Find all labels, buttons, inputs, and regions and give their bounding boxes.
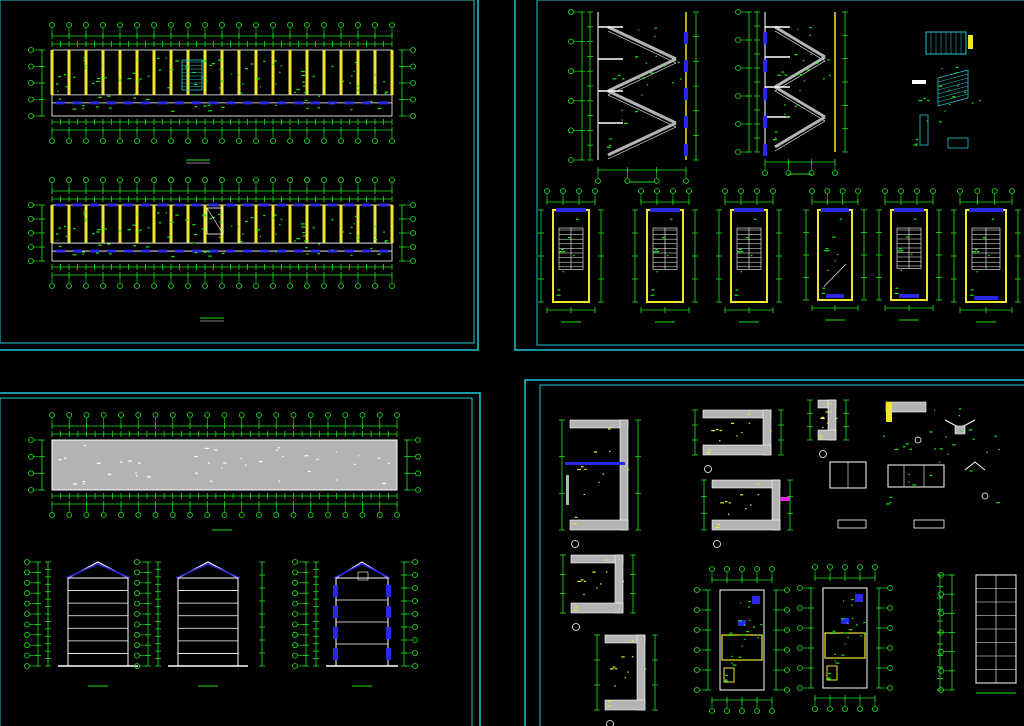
side-elevation-1 bbox=[24, 559, 138, 687]
stair-plan-2 bbox=[632, 188, 698, 323]
small-details bbox=[829, 401, 1000, 529]
toilet-plan-2 bbox=[797, 564, 893, 712]
stair-isometric bbox=[912, 31, 981, 149]
wall-detail-2 bbox=[560, 554, 636, 631]
window-elevation bbox=[937, 572, 1017, 694]
toilet-plan-1 bbox=[694, 566, 790, 714]
wall-detail-1 bbox=[559, 419, 641, 548]
wall-detail-3 bbox=[594, 634, 658, 726]
wall-detail-4 bbox=[692, 409, 784, 473]
stair-plan-5 bbox=[876, 188, 942, 321]
stair-plan-4 bbox=[803, 188, 867, 321]
side-elevation-2 bbox=[134, 559, 248, 687]
stair-section-1 bbox=[568, 9, 699, 184]
wall-detail-5 bbox=[701, 479, 793, 548]
stair-plan-1 bbox=[538, 188, 604, 323]
floor-plan-titles bbox=[186, 159, 224, 322]
typical-floor-plan bbox=[28, 177, 416, 289]
roof-plan bbox=[28, 412, 421, 531]
first-floor-stair bbox=[181, 59, 224, 235]
detail-sill bbox=[807, 399, 849, 458]
stair-plan-6 bbox=[951, 188, 1021, 323]
first-floor-plan bbox=[28, 22, 416, 144]
stair-plan-3 bbox=[716, 188, 782, 323]
building-section bbox=[259, 559, 418, 687]
stair-section-2 bbox=[735, 9, 848, 176]
